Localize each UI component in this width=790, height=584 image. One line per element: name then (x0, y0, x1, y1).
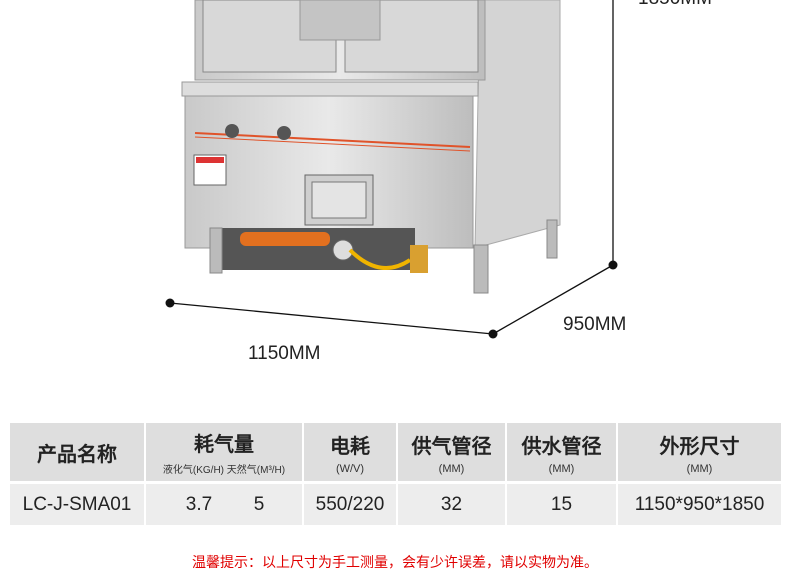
width-label: 1150MM (248, 343, 321, 364)
dimension-lines (169, 0, 614, 335)
header-lpg: 液化气(KG/H) (162, 465, 224, 476)
disclaimer-note: 温馨提示：以上尺寸为手工测量，会有少许误差，请以实物为准。 (192, 555, 598, 571)
header-water-pipe: 供水管径(MM) (507, 423, 616, 481)
depth-label: 950MM (563, 314, 627, 335)
spec-table: 产品名称 耗气量 液化气(KG/H) 天然气(M³/H) 电耗(W/V) 供气管… (8, 420, 783, 528)
cell-ng: 5 (253, 493, 265, 515)
header-ng: 天然气(M³/H) (226, 465, 286, 476)
cell-model: LC-J-SMA01 (10, 484, 144, 525)
header-gas-pipe: 供气管径(MM) (398, 423, 505, 481)
table-header-row: 产品名称 耗气量 液化气(KG/H) 天然气(M³/H) 电耗(W/V) 供气管… (10, 423, 781, 481)
header-power: 电耗(W/V) (304, 423, 396, 481)
steamer-product-image (165, 0, 618, 339)
header-product-name: 产品名称 (10, 423, 144, 481)
cell-size: 1150*950*1850 (618, 484, 781, 525)
cell-power: 550/220 (304, 484, 396, 525)
header-size: 外形尺寸(MM) (618, 423, 781, 481)
cell-lpg: 3.7 (185, 493, 213, 515)
cell-water-pipe: 15 (507, 484, 616, 525)
height-label: 1850MM (638, 0, 712, 10)
header-gas-consumption: 耗气量 液化气(KG/H) 天然气(M³/H) (146, 423, 302, 481)
cell-gas-pipe: 32 (398, 484, 505, 525)
